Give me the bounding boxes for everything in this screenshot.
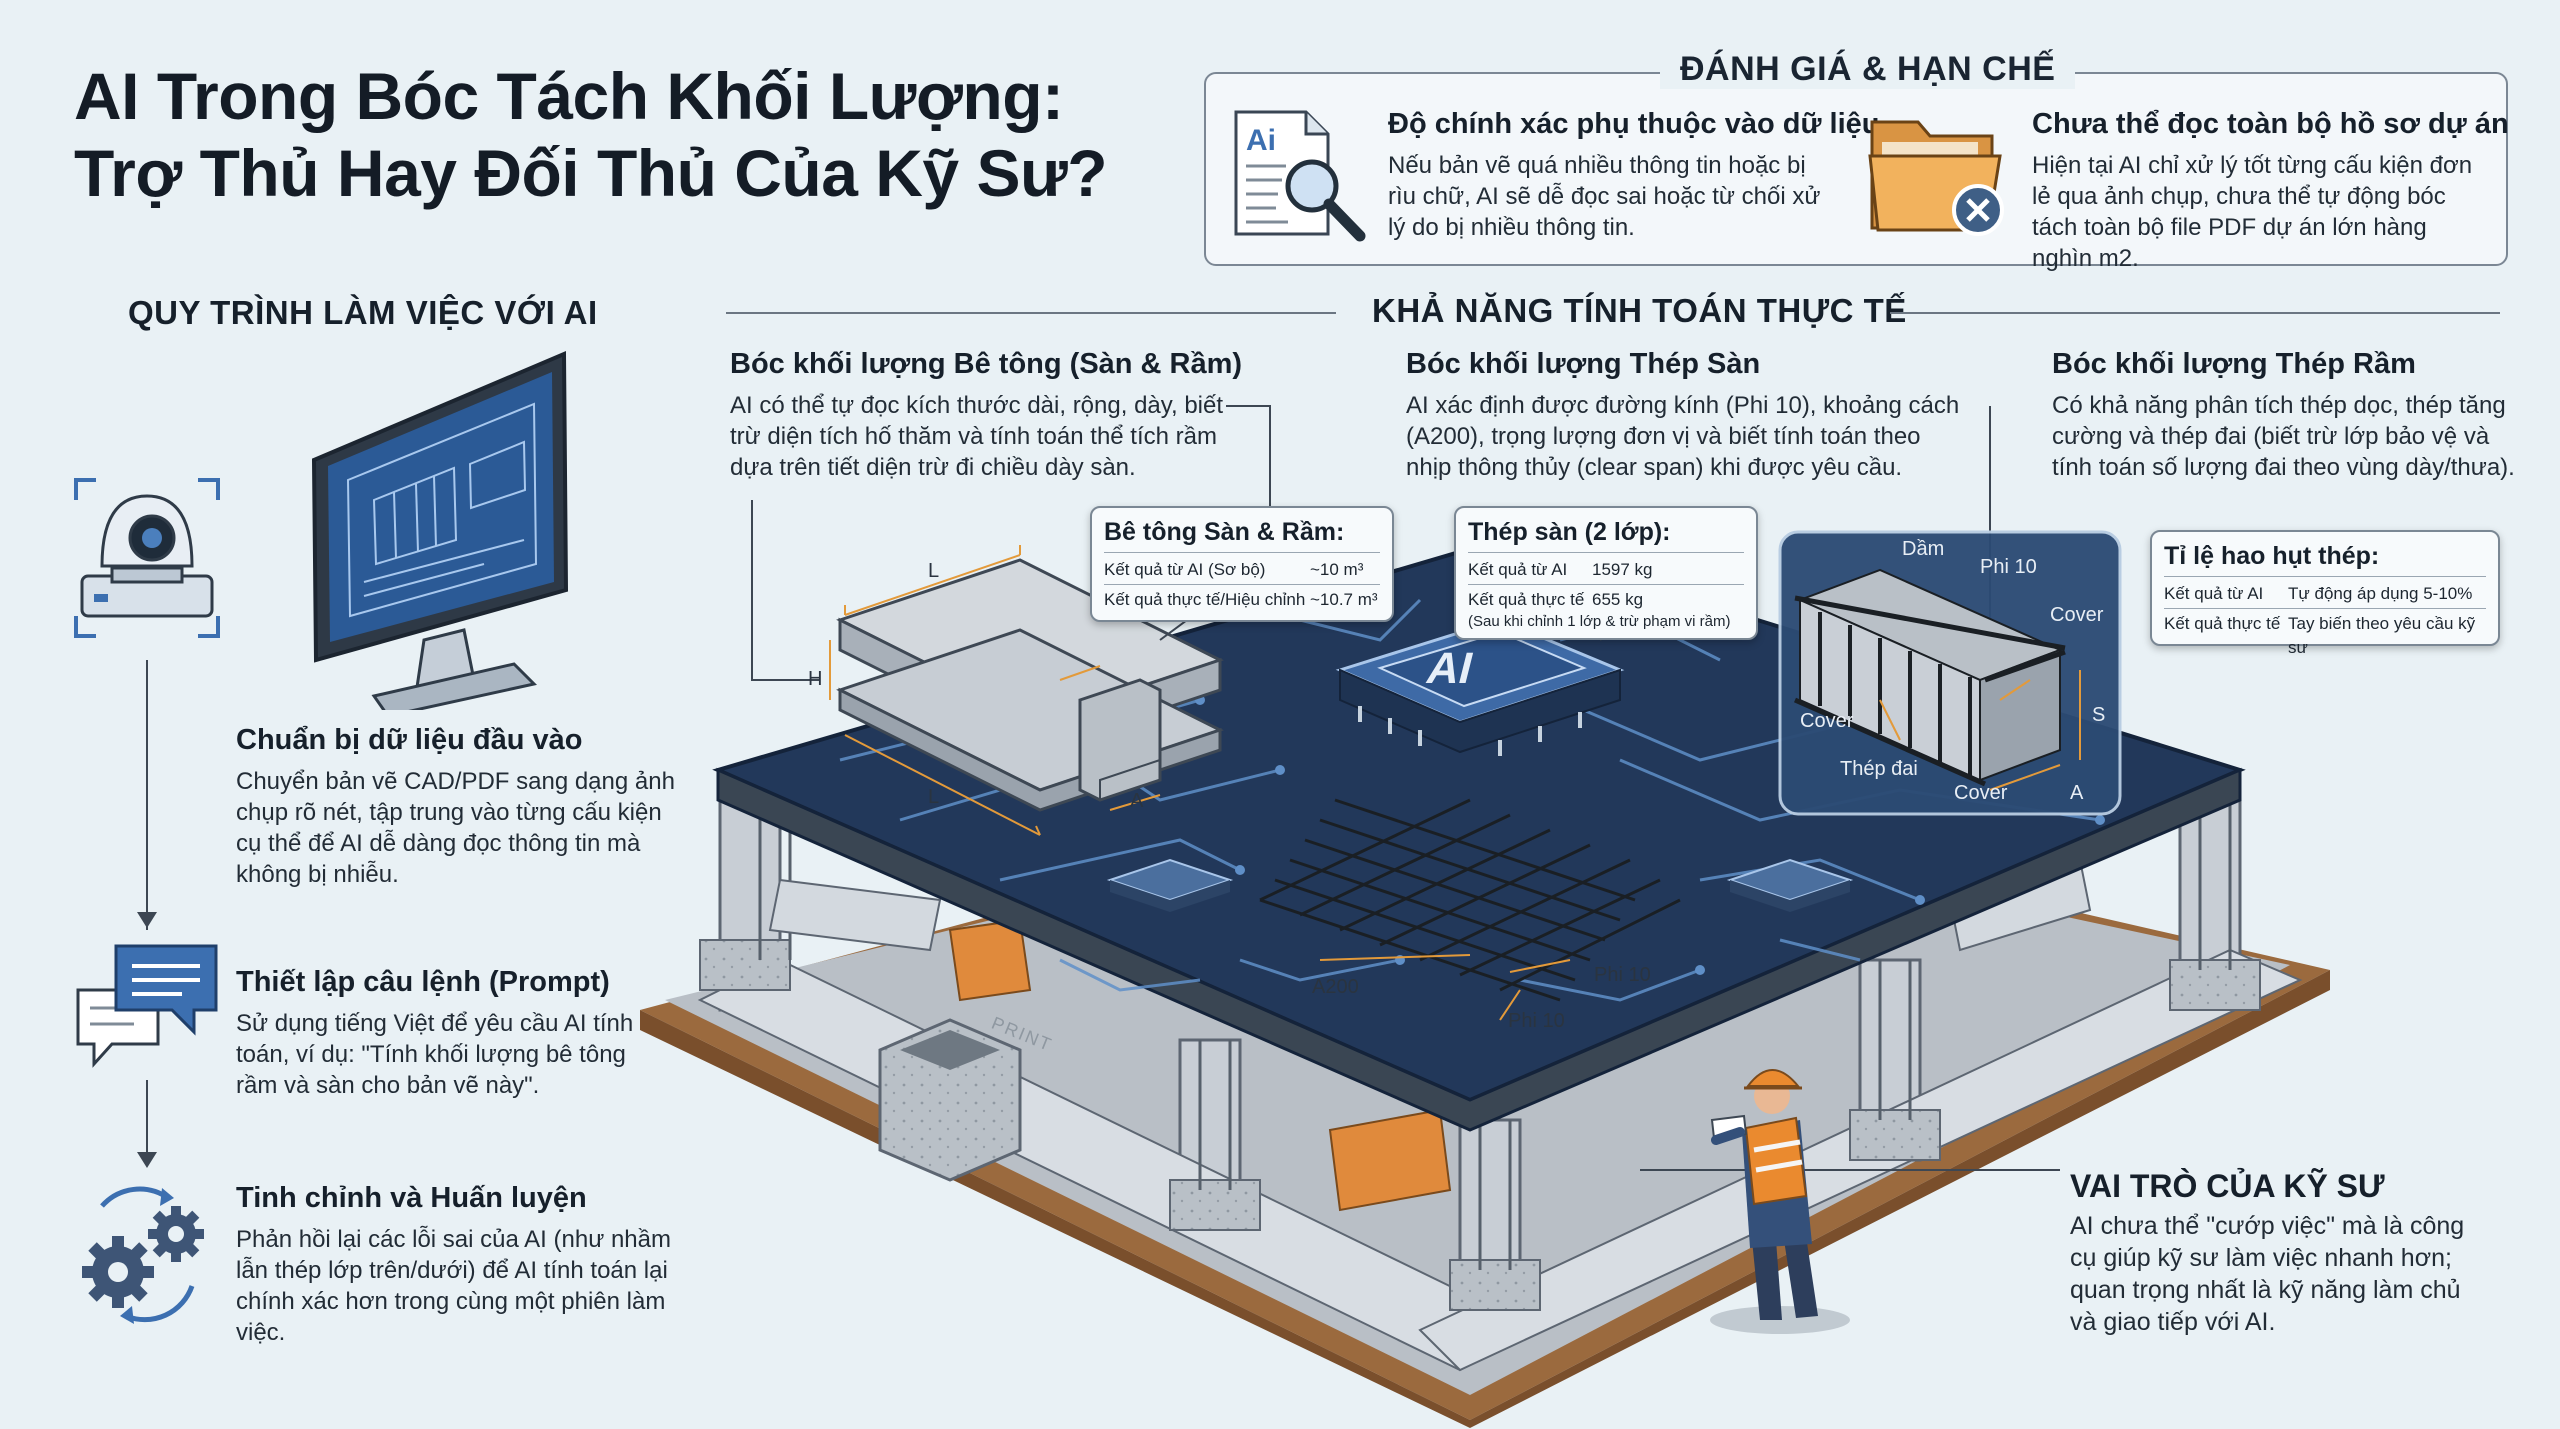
- engineer-role-text: AI chưa thể "cướp việc" mà là công cụ gi…: [2070, 1212, 2465, 1336]
- workflow-connector: [146, 660, 148, 930]
- card-row-value: Tự động áp dụng 5-10%: [2288, 584, 2473, 603]
- card-row-value: Tay biến theo yêu cầu kỹ sư: [2288, 614, 2476, 657]
- workflow-heading: QUY TRÌNH LÀM VIỆC VỚI AI: [128, 294, 598, 331]
- capability-beam-steel-text: Có khả năng phân tích thép dọc, thép tăn…: [2052, 392, 2515, 481]
- eval-item-2-text: Hiện tại AI chỉ xử lý tốt từng cấu kiện …: [2032, 152, 2473, 272]
- workflow-step-2-text: Sử dụng tiếng Việt để yêu cầu AI tính to…: [236, 1010, 634, 1099]
- capability-slab-steel-title: Bóc khối lượng Thép Sàn: [1406, 348, 1761, 380]
- cover-label: Cover: [1800, 710, 1854, 732]
- card-row-label: Kết quả từ AI (Sơ bộ): [1104, 560, 1266, 579]
- card-title: Bê tông Sàn & Rầm:: [1104, 518, 1345, 546]
- arrow-down-icon: [137, 912, 157, 928]
- dimension-label: A: [1130, 790, 1144, 812]
- card-row-label: Kết quả từ AI: [1468, 560, 1568, 579]
- card-row-value: 1597 kg: [1592, 560, 1653, 579]
- evaluation-heading: ĐÁNH GIÁ & HẠN CHẾ: [1660, 50, 2076, 89]
- capability-concrete-text: AI có thể tự đọc kích thước dài, rộng, d…: [730, 392, 1224, 481]
- chat-bubbles-icon: [76, 944, 218, 1068]
- rebar-diameter-label: Phi 10: [1980, 556, 2037, 578]
- rebar-spacing-label: A200: [1312, 976, 1359, 998]
- divider: [726, 312, 1336, 314]
- rebar-diameter-label: Phi 10: [1508, 1010, 1565, 1032]
- gears-icon: [82, 1186, 204, 1324]
- workflow-step-1-title: Chuẩn bị dữ liệu đầu vào: [236, 724, 583, 756]
- svg-text:Ai: Ai: [1246, 124, 1276, 157]
- card-row-value: ~10.7 m³: [1310, 590, 1378, 609]
- arrow-down-icon: [137, 1152, 157, 1168]
- dimension-label: H: [808, 668, 823, 690]
- capability-beam-steel-title: Bóc khối lượng Thép Rầm: [2052, 348, 2416, 380]
- card-row-label: Kết quả thực tế: [1468, 590, 1585, 609]
- eval-item-1-title: Độ chính xác phụ thuộc vào dữ liệu: [1388, 108, 1880, 140]
- eval-item-1-text: Nếu bản vẽ quá nhiều thông tin hoặc bị r…: [1388, 152, 1821, 241]
- workflow-step-3-title: Tinh chỉnh và Huấn luyện: [236, 1182, 587, 1214]
- computer-monitor-icon: [311, 350, 569, 710]
- eval-item-2-title: Chưa thể đọc toàn bộ hồ sơ dự án: [2032, 108, 2509, 140]
- workflow-step-2-title: Thiết lập câu lệnh (Prompt): [236, 966, 610, 998]
- capability-concrete-title: Bóc khối lượng Bê tông (Sàn & Rầm): [730, 348, 1243, 380]
- concrete-result-card: Bê tông Sàn & Rầm: Kết quả từ AI (Sơ bộ)…: [1090, 506, 1394, 622]
- card-row-label: Kết quả thực tế/Hiệu chỉnh: [1104, 590, 1306, 609]
- card-row-value: 655 kg: [1592, 590, 1644, 609]
- engineer-role-heading: VAI TRÒ CỦA KỸ SƯ: [2070, 1168, 2385, 1204]
- divider: [1890, 312, 2500, 314]
- cover-label: Cover: [1954, 782, 2008, 804]
- dimension-label: A: [2070, 782, 2084, 804]
- folder-error-icon: [1868, 120, 2004, 236]
- dimension-label: L: [928, 786, 940, 808]
- card-title: Thép sàn (2 lớp):: [1468, 518, 1671, 546]
- camera-icon: [74, 478, 220, 638]
- card-row-value: ~10 m³: [1310, 560, 1364, 579]
- card-row-label: Kết quả từ AI: [2164, 584, 2264, 603]
- beam-steel-result-card: Tỉ lệ hao hụt thép: Kết quả từ AI Tự độn…: [2150, 530, 2500, 657]
- ai-document-magnifier-icon: Ai: [1234, 110, 1366, 242]
- spacing-label: S: [2092, 704, 2106, 726]
- workflow-step-1-text: Chuyển bản vẽ CAD/PDF sang dạng ảnh chụp…: [236, 768, 675, 888]
- capability-heading: KHẢ NĂNG TÍNH TOÁN THỰC TẾ: [1372, 292, 1907, 329]
- cover-label: Cover: [2050, 604, 2104, 626]
- page-title: AI Trong Bóc Tách Khối Lượng: Trợ Thủ Ha…: [74, 59, 1108, 211]
- card-title: Tỉ lệ hao hụt thép:: [2164, 542, 2380, 570]
- beam-label: Dầm: [1902, 538, 1945, 560]
- slab-steel-result-card: Thép sàn (2 lớp): Kết quả từ AI 1597 kg …: [1454, 506, 1758, 640]
- dimension-label: L: [928, 560, 940, 582]
- capability-slab-steel-text: AI xác định được đường kính (Phi 10), kh…: [1406, 392, 1960, 481]
- workflow-connector: [146, 1080, 148, 1160]
- evaluation-panel: [1204, 72, 2508, 266]
- stirrup-label: Thép đai: [1840, 758, 1918, 780]
- workflow-step-3-text: Phản hồi lại các lỗi sai của AI (như nhầ…: [236, 1226, 671, 1346]
- card-row-label: Kết quả thực tế: [2164, 614, 2281, 633]
- rebar-diameter-label: Phi 10: [1594, 964, 1651, 986]
- card-note: (Sau khi chỉnh 1 lớp & trừ phạm vi rầm): [1468, 613, 1731, 630]
